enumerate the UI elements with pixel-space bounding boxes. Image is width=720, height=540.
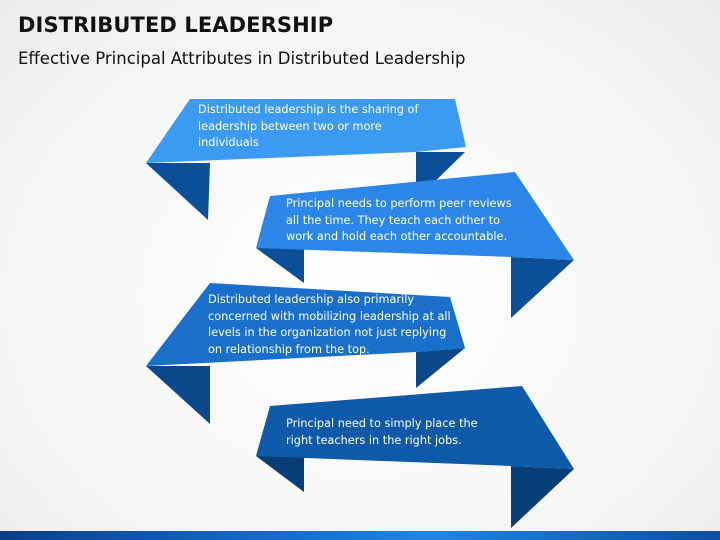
ribbon-4-text: Principal need to simply place the right…: [286, 417, 478, 447]
ribbon-3: [146, 283, 465, 424]
ribbon-2-right-fold: [511, 257, 574, 318]
ribbon-4-right-fold: [511, 466, 574, 528]
ribbon-3-right-fold: [416, 348, 465, 388]
ribbon-2-left-fold: [256, 248, 304, 283]
ribbon-1-band: [146, 99, 466, 163]
ribbon-4: [256, 386, 574, 528]
ribbon-1-text: Distributed leadership is the sharing of…: [198, 103, 419, 149]
ribbon-2: [256, 172, 574, 318]
ribbon-3-text: Distributed leadership also primarily co…: [208, 293, 451, 356]
ribbon-3-left-fold: [146, 366, 210, 424]
bottom-accent-bar: [0, 531, 720, 540]
ribbon-4-left-fold: [256, 456, 304, 492]
slide-subtitle: Effective Principal Attributes in Distri…: [18, 49, 466, 68]
ribbon-2-text: Principal needs to perform peer reviews …: [286, 197, 512, 243]
ribbon-2-band: [256, 172, 574, 260]
ribbon-4-band: [256, 386, 574, 469]
ribbon-1-left-fold: [146, 163, 210, 220]
ribbon-3-band: [146, 283, 465, 366]
slide-title: DISTRIBUTED LEADERSHIP: [18, 13, 334, 37]
